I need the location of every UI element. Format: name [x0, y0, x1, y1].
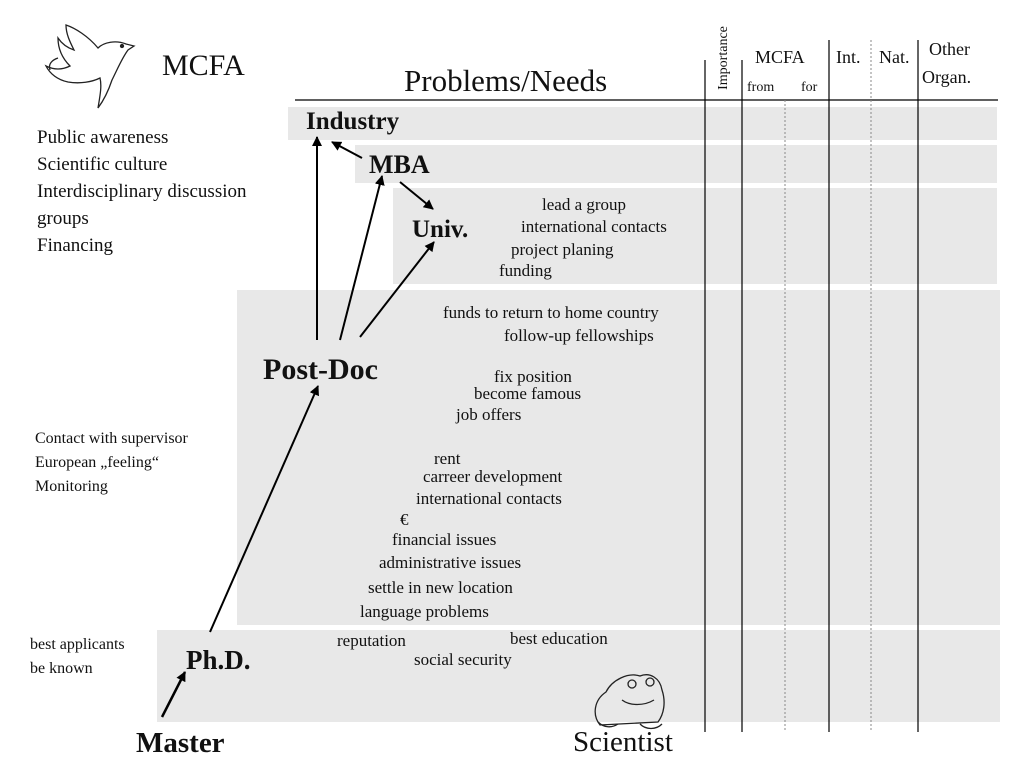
- col-header-other-2: Organ.: [922, 67, 972, 87]
- stage-master: Master: [136, 727, 225, 759]
- band-univ: [393, 188, 997, 284]
- need-item: language problems: [360, 602, 489, 621]
- need-item: best education: [510, 629, 608, 648]
- need-item: €: [400, 510, 409, 529]
- need-item: project planing: [511, 240, 614, 259]
- postdoc-support-list: Contact with supervisor European „feelin…: [35, 427, 188, 499]
- list-item: Public awareness: [37, 127, 169, 148]
- band-industry: [288, 107, 997, 140]
- stage-postdoc: Post-Doc: [263, 353, 378, 386]
- need-item: funding: [499, 261, 552, 280]
- need-item: administrative issues: [379, 553, 522, 572]
- need-item: financial issues: [392, 530, 497, 549]
- stage-mba: MBA: [369, 150, 430, 179]
- arrow-phd-postdoc: [209, 385, 319, 633]
- band-mba: [355, 145, 997, 183]
- band-postdoc: [237, 290, 1000, 625]
- dove-icon: [44, 24, 136, 109]
- col-header-mcfa: MCFA: [755, 47, 805, 67]
- col-header-from: from: [747, 80, 775, 95]
- stage-univ: Univ.: [412, 216, 469, 243]
- need-item: funds to return to home country: [443, 303, 659, 322]
- scientist-label: Scientist: [573, 726, 673, 758]
- need-item: carreer development: [423, 467, 563, 486]
- list-item: be known: [30, 660, 93, 677]
- band-phd: [157, 630, 1000, 722]
- arrow-mba-industry: [331, 141, 363, 159]
- need-item: reputation: [337, 631, 406, 650]
- list-item: Scientific culture: [37, 154, 168, 175]
- col-header-other-1: Other: [929, 39, 970, 59]
- mcfa-activities: Public awareness Scientific culture Inte…: [37, 124, 247, 259]
- list-item: Contact with supervisor: [35, 430, 188, 447]
- arrow-postdoc-mba: [339, 175, 385, 341]
- need-item: international contacts: [521, 217, 667, 236]
- arrow-master-phd: [160, 671, 187, 718]
- col-header-importance: Importance: [716, 26, 731, 90]
- list-item: Interdisciplinary discussion: [37, 181, 247, 202]
- arrow-mba-univ: [399, 181, 434, 210]
- need-item: follow-up fellowships: [504, 326, 654, 345]
- frog-icon: [594, 674, 665, 730]
- need-item: job offers: [456, 405, 522, 424]
- need-item: international contacts: [416, 489, 562, 508]
- need-item: rent: [434, 449, 461, 468]
- list-item: groups: [37, 208, 89, 229]
- phd-support-list: best applicants be known: [30, 633, 125, 681]
- logo-text: MCFA: [162, 49, 245, 82]
- col-header-nat: Nat.: [879, 47, 910, 67]
- need-item: become famous: [474, 384, 582, 403]
- need-item: social security: [414, 650, 512, 669]
- list-item: Financing: [37, 235, 113, 256]
- need-item: fix position: [494, 367, 572, 386]
- stage-phd: Ph.D.: [186, 645, 251, 675]
- need-item: lead a group: [542, 195, 627, 214]
- list-item: best applicants: [30, 636, 125, 653]
- list-item: Monitoring: [35, 478, 108, 495]
- col-header-int: Int.: [836, 47, 861, 67]
- col-header-for: for: [801, 80, 818, 95]
- page-title: Problems/Needs: [404, 63, 608, 98]
- need-item: settle in new location: [368, 578, 513, 597]
- arrow-postdoc-univ: [359, 241, 435, 338]
- list-item: European „feeling“: [35, 454, 159, 471]
- stage-industry: Industry: [306, 108, 400, 135]
